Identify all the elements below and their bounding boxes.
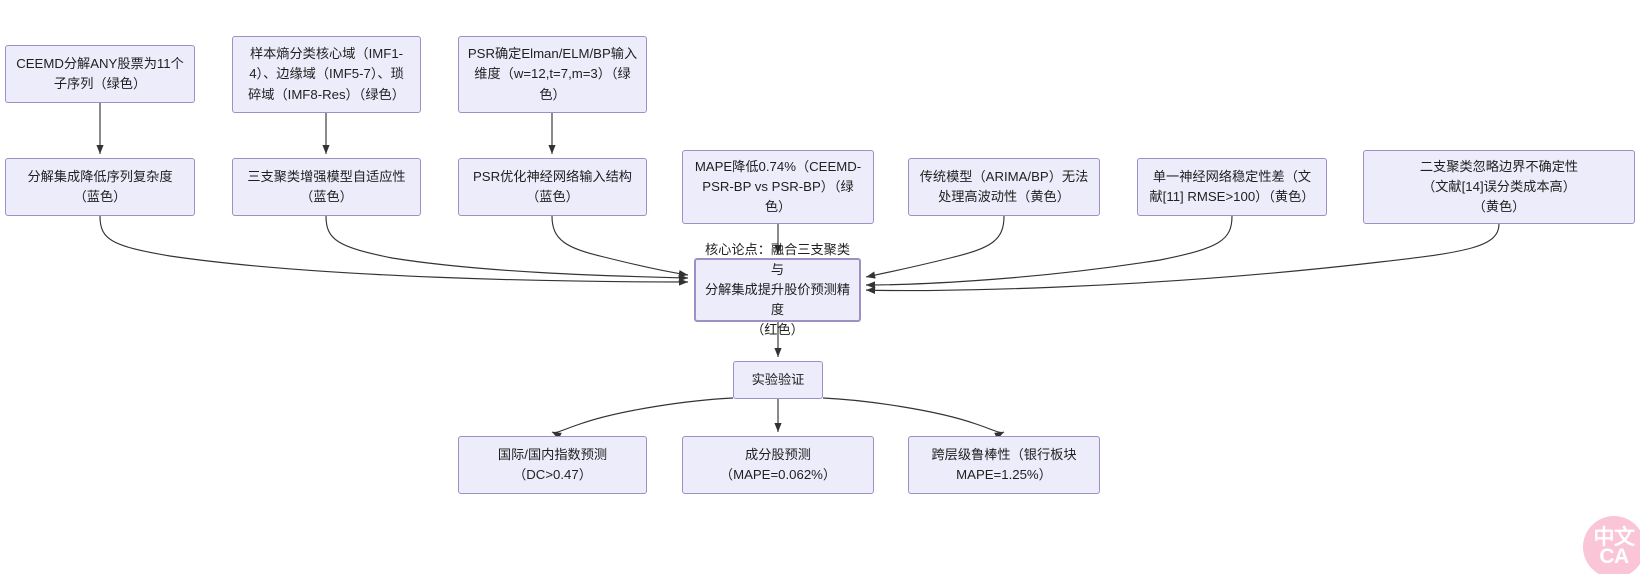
edge-n8-n11 <box>865 215 1005 279</box>
edge-n6-n11 <box>551 215 689 278</box>
node-label: 跨层级鲁棒性（银行板块 MAPE=1.25%） <box>931 446 1077 482</box>
node-traditional-model-limitation[interactable]: 传统模型（ARIMA/BP）无法 处理高波动性（黄色） <box>908 158 1100 216</box>
node-psr-optimizes-network-input[interactable]: PSR优化神经网络输入结构 （蓝色） <box>458 158 647 216</box>
watermark-badge: 中文 CA <box>1583 516 1640 574</box>
node-label: 传统模型（ARIMA/BP）无法 处理高波动性（黄色） <box>919 168 1089 204</box>
node-constituent-stock-result[interactable]: 成分股预测 （MAPE=0.062%） <box>682 436 874 494</box>
edge-n10-n11 <box>865 223 1500 295</box>
edge-n5-n11 <box>325 215 689 282</box>
node-two-way-clustering-limitation[interactable]: 二支聚类忽略边界不确定性 （文献[14]误分类成本高） （黄色） <box>1363 150 1635 224</box>
node-psr-input-dimension[interactable]: PSR确定Elman/ELM/BP输入 维度（w=12,t=7,m=3）（绿 色… <box>458 36 647 113</box>
watermark-label: 中文 CA <box>1593 525 1636 568</box>
edge-n12-n13 <box>551 397 734 440</box>
edge-n9-n11 <box>865 215 1233 289</box>
node-mape-improvement-evidence[interactable]: MAPE降低0.74%（CEEMD- PSR-BP vs PSR-BP）（绿 色… <box>682 150 874 224</box>
node-label: 核心论点：融合三支聚类与 分解集成提升股价预测精度 （红色） <box>704 241 851 338</box>
node-label: CEEMD分解ANY股票为11个 子序列（绿色） <box>16 55 184 91</box>
node-label: 三支聚类增强模型自适应性 （蓝色） <box>247 168 406 204</box>
core-thesis-inner: 核心论点：融合三支聚类与 分解集成提升股价预测精度 （红色） <box>695 242 860 337</box>
node-three-way-clustering-adaptivity[interactable]: 三支聚类增强模型自适应性 （蓝色） <box>232 158 421 216</box>
node-label: PSR优化神经网络输入结构 （蓝色） <box>473 168 632 204</box>
edge-n12-n15 <box>822 397 1005 440</box>
node-label: 样本熵分类核心域（IMF1- 4）、边缘域（IMF5-7）、琐 碎域（IMF8-… <box>248 46 405 102</box>
node-label: PSR确定Elman/ELM/BP输入 维度（w=12,t=7,m=3）（绿 色… <box>467 46 638 102</box>
node-label: 成分股预测 （MAPE=0.062%） <box>719 446 837 482</box>
node-sample-entropy-classification[interactable]: 样本熵分类核心域（IMF1- 4）、边缘域（IMF5-7）、琐 碎域（IMF8-… <box>232 36 421 113</box>
node-index-forecast-result[interactable]: 国际/国内指数预测 （DC>0.47） <box>458 436 647 494</box>
node-label: 二支聚类忽略边界不确定性 （文献[14]误分类成本高） （黄色） <box>1419 158 1579 215</box>
node-label: 实验验证 <box>751 371 805 387</box>
node-experimental-verification[interactable]: 实验验证 <box>733 361 823 399</box>
node-label: 单一神经网络稳定性差（文 献[11] RMSE>100）（黄色） <box>1149 168 1315 204</box>
node-single-network-instability[interactable]: 单一神经网络稳定性差（文 献[11] RMSE>100）（黄色） <box>1137 158 1327 216</box>
node-label: MAPE降低0.74%（CEEMD- PSR-BP vs PSR-BP）（绿 色… <box>694 158 862 215</box>
node-label: 国际/国内指数预测 （DC>0.47） <box>497 446 608 482</box>
edge-n4-n11 <box>99 215 689 286</box>
node-core-thesis[interactable]: 核心论点：融合三支聚类与 分解集成提升股价预测精度 （红色） <box>694 242 861 337</box>
node-ceemd-decomposition[interactable]: CEEMD分解ANY股票为11个 子序列（绿色） <box>5 45 195 103</box>
node-decomposition-reduces-complexity[interactable]: 分解集成降低序列复杂度 （蓝色） <box>5 158 195 216</box>
node-cross-level-robustness-result[interactable]: 跨层级鲁棒性（银行板块 MAPE=1.25%） <box>908 436 1100 494</box>
node-label: 分解集成降低序列复杂度 （蓝色） <box>27 168 173 204</box>
